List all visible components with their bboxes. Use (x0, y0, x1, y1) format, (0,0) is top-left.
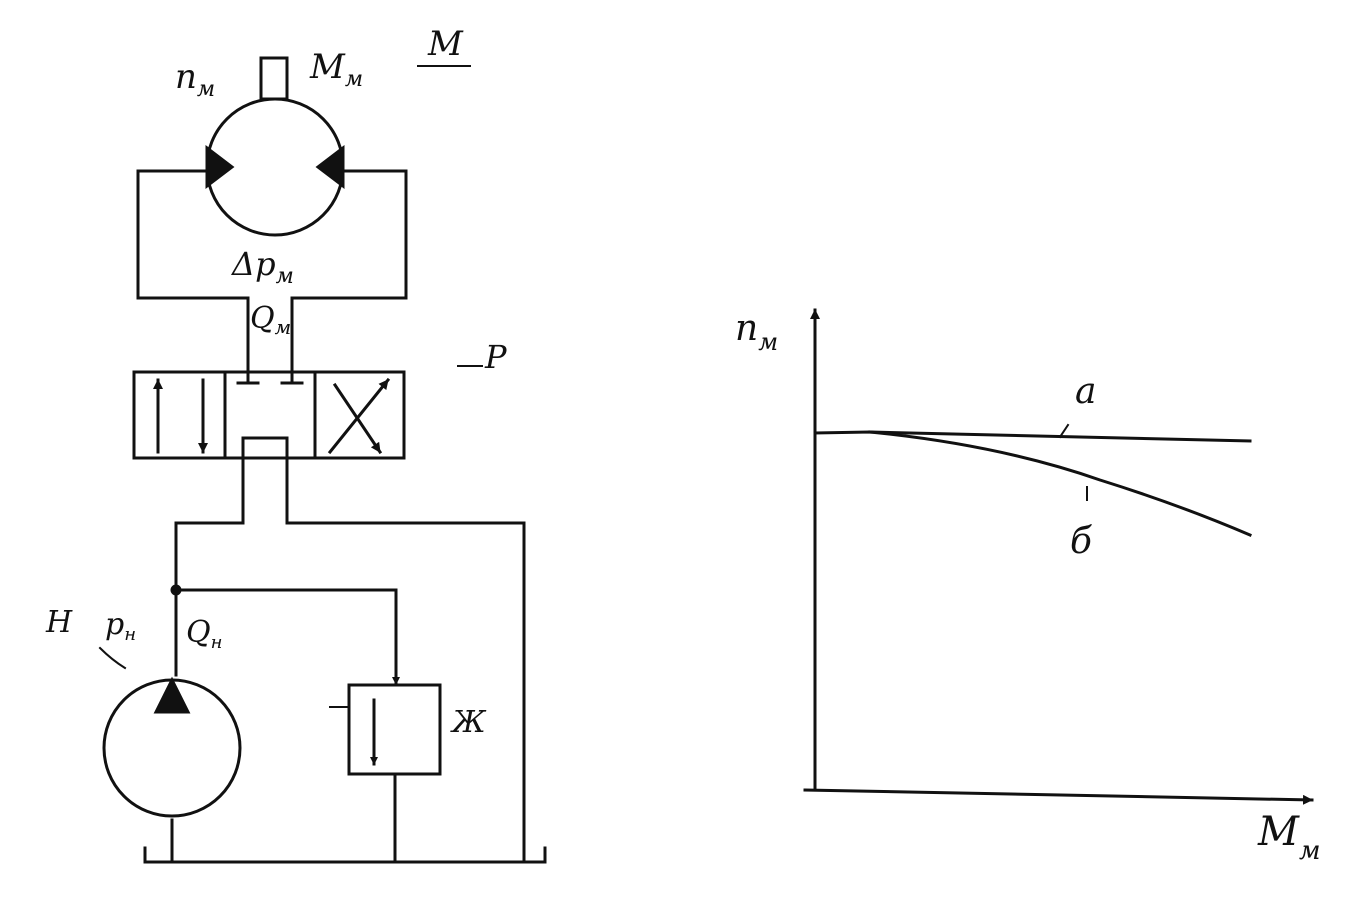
graph-y-label: nм (735, 308, 778, 356)
speed-torque-graph (803, 308, 1314, 805)
relief-valve-label: Ж (450, 705, 487, 740)
graph-labels: nм Mм а б (735, 308, 1321, 866)
valve-cross-arrow-2 (332, 382, 383, 455)
motor-shaft (259, 56, 289, 101)
motor-flow-label: Qм (250, 301, 291, 339)
curve-a-label: а (1075, 371, 1096, 412)
pump-pressure-label: pн (105, 607, 136, 645)
curve-b-label: б (1070, 521, 1093, 562)
curve-b (868, 430, 1252, 537)
graph-x-label: Mм (1257, 809, 1321, 866)
motor-label: М (427, 24, 464, 64)
motor-torque-label: Mм (309, 47, 363, 92)
valve-center-passage (241, 436, 289, 460)
supply-lines (143, 456, 547, 864)
valve-cross-arrow-1 (327, 377, 391, 455)
graph-x-axis (803, 788, 1314, 805)
motor-left-triangle (205, 144, 235, 190)
relief-valve-body (347, 683, 442, 776)
curve-a-leader (1058, 423, 1070, 439)
pump-leader (98, 646, 127, 670)
schematic-labels: М nм Mм Δpм Qм Р Н pн Qн Ж (45, 24, 507, 740)
motor-pressure-label: Δpм (230, 245, 294, 289)
valve-body (132, 370, 406, 460)
hydraulic-motor (205, 56, 345, 237)
pump-flow-label: Qн (186, 615, 222, 653)
hydraulic-pump (102, 676, 242, 818)
pump-label: Н (45, 605, 73, 640)
motor-right-triangle (315, 144, 345, 190)
pump-triangle (153, 676, 191, 714)
motor-circuit-lines (136, 169, 408, 377)
valve-label: Р (484, 338, 507, 376)
motor-speed-label: nм (175, 57, 215, 102)
junction-dot (170, 584, 182, 596)
directional-valve (132, 370, 406, 460)
relief-valve (329, 628, 442, 776)
